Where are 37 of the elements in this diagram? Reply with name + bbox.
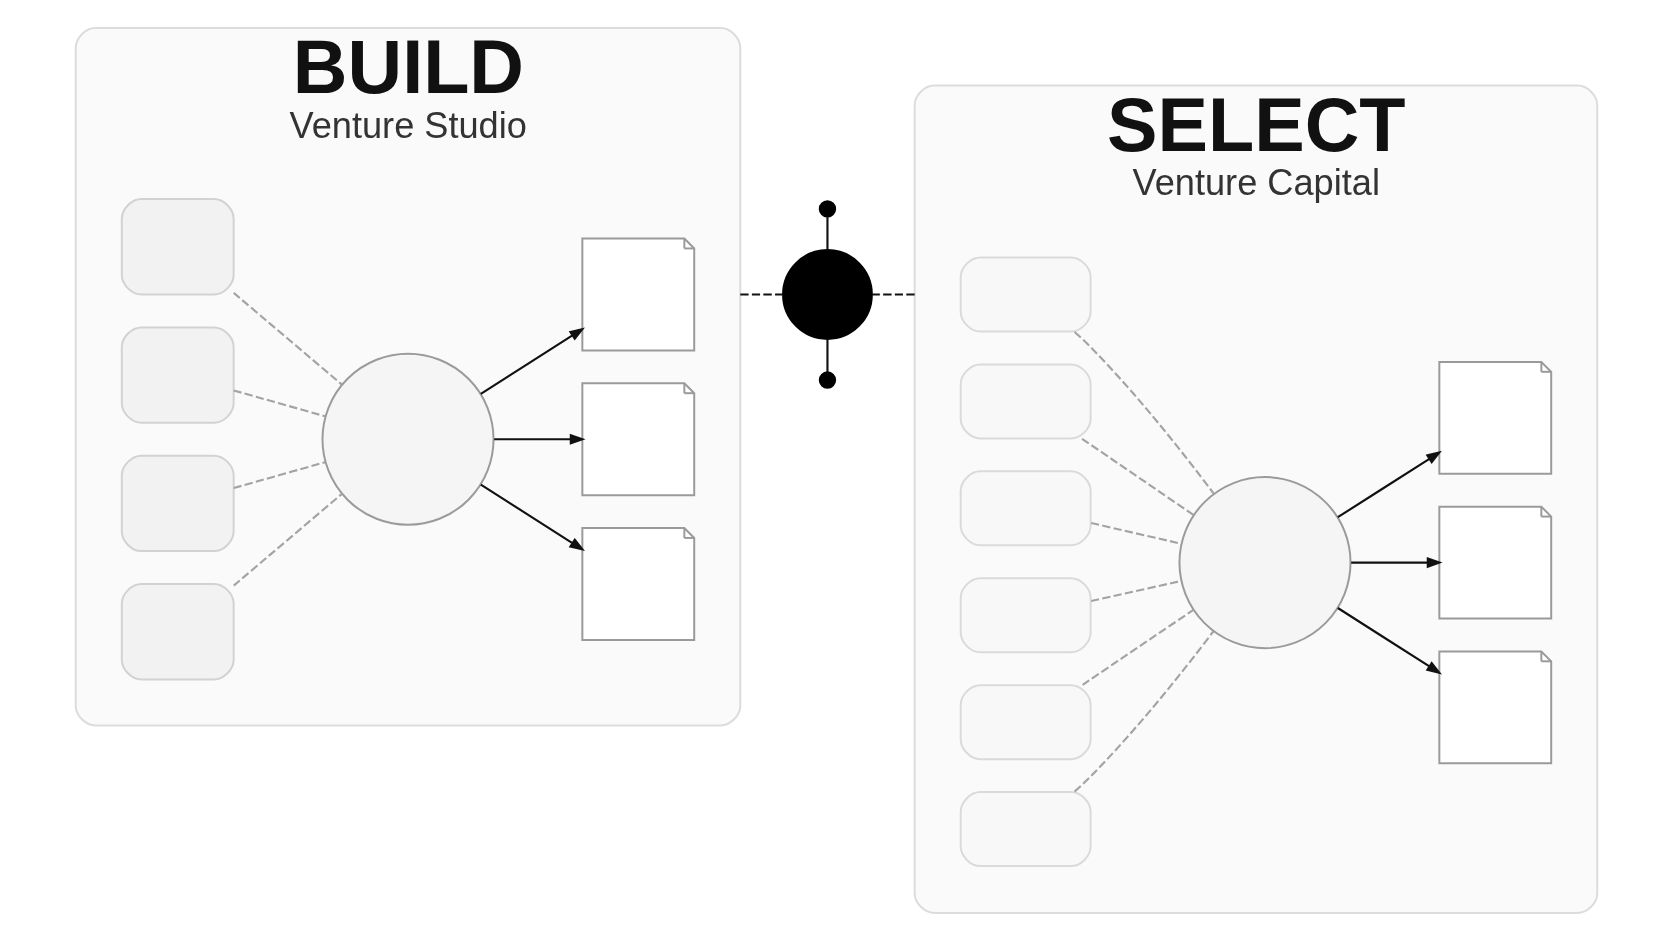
node-dot: [818, 371, 836, 389]
node-box: [959, 577, 1092, 654]
connector: [1073, 630, 1214, 793]
arrow: [1350, 557, 1443, 569]
node-box: [959, 256, 1092, 333]
node-box: [959, 791, 1092, 868]
connector: [232, 493, 343, 587]
node-circle: [1177, 476, 1351, 650]
connector: [1073, 331, 1215, 495]
node-box: [959, 470, 1092, 547]
arrow: [1336, 450, 1442, 519]
connector: [232, 292, 343, 386]
connector: [739, 293, 783, 296]
node-box: [959, 363, 1092, 440]
cluster: BUILD Venture Studio: [74, 27, 741, 727]
node-box: [120, 326, 235, 424]
node-box: [959, 684, 1092, 761]
connector: [1081, 608, 1194, 686]
arrow: [479, 327, 585, 395]
node-dot: [818, 200, 836, 218]
connector: [232, 461, 326, 490]
node-box: [120, 583, 235, 681]
connector: [1090, 521, 1181, 545]
arrow: [1336, 607, 1442, 675]
node-circle: [781, 249, 873, 340]
connector: [1090, 579, 1181, 603]
connector: [1080, 437, 1194, 516]
connector: [871, 293, 915, 296]
connector: [825, 339, 829, 372]
node-box: [120, 454, 235, 553]
arrow: [479, 483, 585, 552]
connector: [232, 389, 326, 418]
arrow: [493, 433, 586, 445]
node-box: [120, 198, 235, 296]
node-circle: [321, 352, 495, 526]
cluster: SELECT Venture Capital: [913, 84, 1598, 914]
connector: [825, 217, 829, 250]
